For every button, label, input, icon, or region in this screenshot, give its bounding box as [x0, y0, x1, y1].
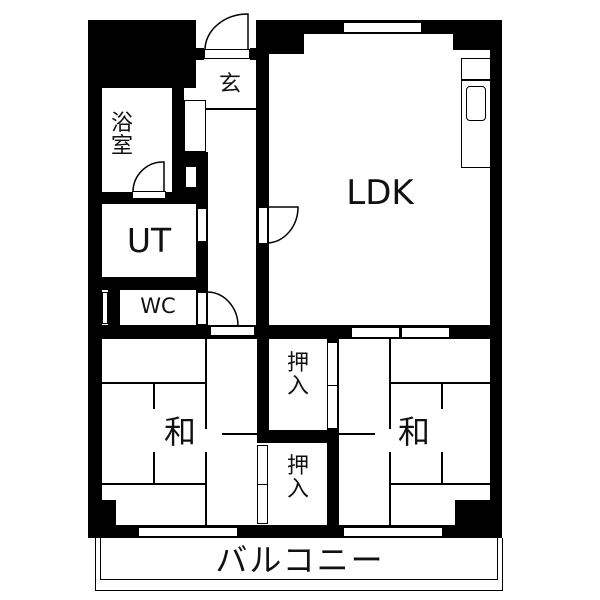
tatami-line — [441, 382, 443, 409]
corridor-line — [206, 325, 208, 337]
room-utility — [102, 204, 196, 277]
window-ldk-top — [343, 22, 422, 33]
wall-entrance-top — [196, 48, 204, 60]
door-swing-ldk-icon — [267, 206, 299, 244]
niche — [186, 167, 196, 187]
tatami-line — [389, 452, 391, 525]
wall-top-left-block — [88, 20, 196, 88]
door-wc-frame — [197, 292, 207, 325]
closet-upper-door-2 — [327, 385, 338, 429]
tatami-line — [441, 452, 443, 483]
pillar-bottom-right — [455, 500, 502, 538]
closet-upper-door-1 — [327, 342, 338, 386]
closet-lower-door-1 — [257, 445, 268, 485]
sink-icon — [466, 86, 486, 121]
room-toilet — [120, 290, 196, 325]
tatami-line — [153, 452, 155, 483]
label-utility: UT — [126, 221, 172, 260]
label-bathroom: 浴室 — [110, 111, 133, 160]
wall-closet-left — [257, 339, 269, 430]
tatami-line — [102, 483, 206, 485]
label-toilet: WC — [140, 294, 176, 318]
kitchen-counter-divider — [462, 79, 490, 81]
pillar-bottom-left — [88, 500, 116, 538]
door-frame-bath — [132, 191, 166, 199]
shoe-cabinet — [184, 100, 206, 152]
wall-ldk-left — [256, 20, 269, 330]
tatami-line — [222, 433, 257, 435]
entrance-door-frame — [204, 49, 250, 59]
label-balcony: バルコニー — [215, 541, 385, 579]
closet-lower-door-2 — [257, 484, 268, 524]
wall-bath-right — [172, 88, 184, 198]
wall-closet-lower-right — [327, 430, 339, 536]
tatami-line — [389, 339, 391, 429]
tatami-line — [205, 339, 207, 429]
wall-right-exterior — [490, 20, 502, 537]
wall-ut-bottom — [88, 277, 208, 290]
wall-wc-left — [108, 290, 120, 330]
label-closet-upper: 押入 — [286, 351, 309, 400]
room-closet-lower — [270, 443, 327, 525]
window-wc — [102, 292, 108, 324]
window-ldk-bottom-2 — [401, 327, 450, 338]
door-ldk-frame — [258, 207, 268, 244]
label-entrance: 玄 — [218, 72, 241, 97]
tatami-line — [153, 382, 155, 409]
wall-closet-middle — [257, 430, 339, 443]
door-swing-wc-icon — [207, 291, 239, 327]
label-closet-lower: 押入 — [286, 454, 309, 503]
tatami-line — [339, 433, 375, 435]
entrance-step-line — [206, 108, 256, 110]
door-swing-entrance-icon — [204, 13, 249, 51]
tatami-line — [389, 483, 490, 485]
tatami-line — [205, 452, 207, 525]
label-ldk: LDK — [346, 173, 414, 213]
balcony-outer — [95, 538, 503, 591]
window-left-room-bottom — [138, 527, 238, 537]
label-japanese-room-left: 和 — [163, 413, 196, 451]
label-japanese-room-right: 和 — [397, 413, 430, 451]
door-swing-bath-icon — [132, 161, 165, 193]
tatami-line — [389, 382, 490, 384]
door-frame-corridor — [210, 326, 255, 336]
door-ut — [197, 208, 207, 242]
balcony-inner — [100, 538, 498, 580]
room-closet-upper — [270, 339, 327, 428]
window-right-room-bottom — [343, 527, 443, 537]
window-ldk-bottom-1 — [351, 327, 400, 338]
wall-entrance-top-right — [250, 48, 260, 60]
